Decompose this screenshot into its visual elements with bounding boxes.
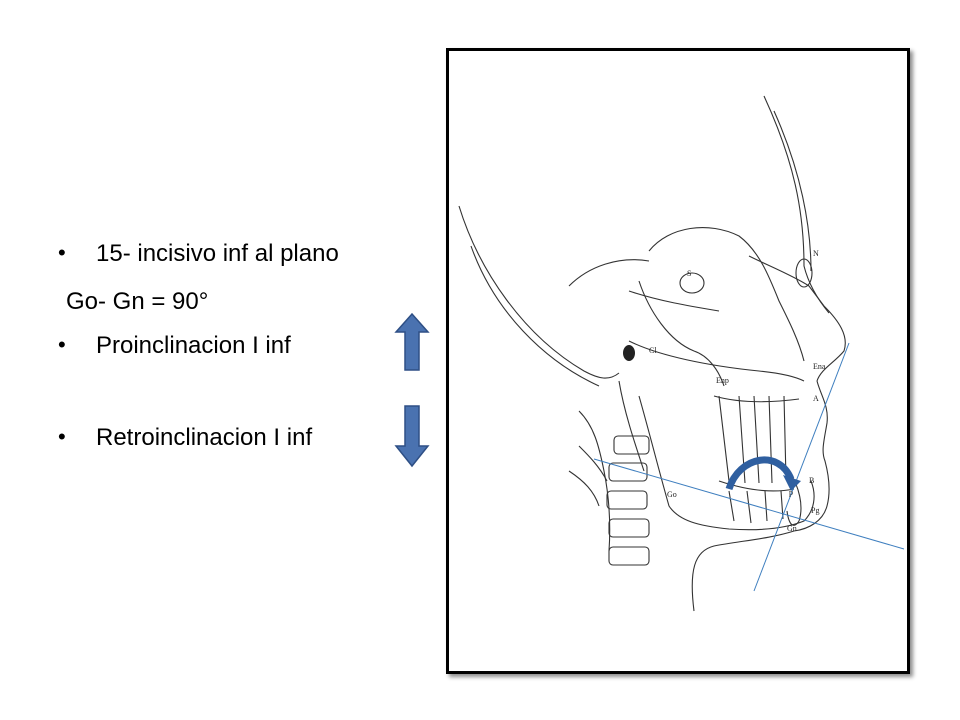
ramus-outline: [618, 380, 645, 472]
sella-turcica: [679, 272, 705, 294]
incisor-axis-line: [753, 342, 850, 592]
cervical-spine: [578, 410, 611, 552]
label-cl: Cl: [649, 346, 657, 355]
bullet-marker: •: [58, 240, 66, 265]
bullet-item-2-text: Proinclinacion I inf: [96, 332, 291, 359]
palatal-outline: [628, 340, 805, 382]
curved-rotation-arrow: [725, 456, 795, 491]
occlusal-line: [718, 480, 795, 492]
label-a: A: [813, 394, 819, 403]
cephalometric-tracing: N S Cl Enp Ena A B Go p Pg Gn: [458, 95, 905, 612]
sella-region: [568, 259, 650, 287]
bullet-marker: •: [58, 332, 66, 357]
curved-arrow-head: [783, 475, 801, 491]
label-b: B: [809, 476, 814, 485]
bullet-item-3-text: Retroinclinacion I inf: [96, 424, 313, 451]
label-p: p: [789, 488, 793, 497]
upper-teeth: [718, 395, 787, 484]
neck-outline: [691, 530, 795, 612]
arrow-up-icon: [394, 312, 430, 371]
arrow-down-icon: [394, 405, 430, 468]
bullet-item-1-subtext: Go- Gn = 90°: [66, 288, 209, 315]
mandible-outline: [638, 395, 815, 531]
soft-tissue-profile: [793, 380, 830, 532]
occipital-inner-outline: [470, 245, 600, 387]
label-s: S: [687, 269, 691, 278]
mandibular-plane-line: [593, 458, 905, 550]
label-gn: Gn: [787, 524, 797, 533]
orbit-outline: [648, 227, 805, 362]
nasal-outline: [748, 255, 846, 382]
label-enp: Enp: [716, 376, 729, 385]
cephalometric-tracing-figure: N S Cl Enp Ena A B Go p Pg Gn: [446, 48, 910, 674]
cranial-base-outline: [458, 205, 620, 379]
label-ena: Ena: [813, 362, 826, 371]
bullet-item-1-text: 15- incisivo inf al plano: [96, 240, 339, 267]
bullet-marker: •: [58, 424, 66, 449]
label-go: Go: [667, 490, 677, 499]
ear-rod-marker: [623, 345, 635, 361]
label-pg: Pg: [811, 506, 819, 515]
label-n: N: [813, 249, 819, 258]
lower-teeth: [728, 490, 784, 524]
frontal-bone-outline: [763, 95, 830, 314]
